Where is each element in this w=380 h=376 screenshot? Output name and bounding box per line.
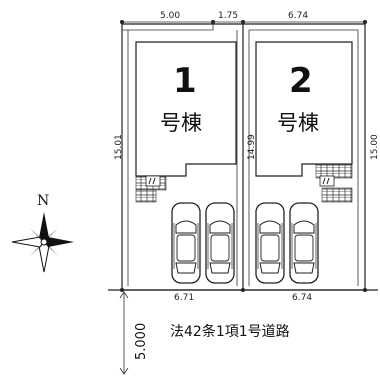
building-1: 1 号棟 <box>135 41 237 177</box>
bottom-dimension-line: 6.71 6.74 <box>108 288 378 303</box>
dim-top-middle: 1.75 <box>218 11 238 21</box>
north-label: N <box>37 193 49 209</box>
lot-boundaries <box>121 23 366 291</box>
building-1-label: 号棟 <box>160 111 202 135</box>
dim-middle-depth: 14.99 <box>247 134 257 160</box>
north-compass-icon <box>11 212 74 273</box>
dim-top-left: 5.00 <box>160 11 180 21</box>
dim-bottom-left: 6.71 <box>174 293 194 303</box>
car-1 <box>171 202 201 284</box>
building-2-number: 2 <box>289 61 313 101</box>
building-2: 2 号棟 <box>255 41 353 177</box>
building-1-number: 1 <box>173 61 197 101</box>
dim-road-width: 5.000 <box>134 323 149 360</box>
building-2-label: 号棟 <box>277 111 319 135</box>
parking-cars <box>171 202 319 284</box>
road-width-dimension: 5.000 <box>119 291 149 375</box>
dim-top-right: 6.74 <box>288 11 308 21</box>
entrance-hatching <box>135 163 353 203</box>
dim-bottom-right: 6.74 <box>292 293 312 303</box>
dim-left-depth: 15.01 <box>114 134 124 160</box>
road-label: 法42条1項1号道路 <box>170 323 290 340</box>
top-dimension-line: 5.00 1.75 6.74 <box>120 11 367 24</box>
car-2 <box>205 202 235 284</box>
car-3 <box>255 202 285 284</box>
dim-right-depth: 15.00 <box>370 134 380 160</box>
car-4 <box>289 202 319 284</box>
